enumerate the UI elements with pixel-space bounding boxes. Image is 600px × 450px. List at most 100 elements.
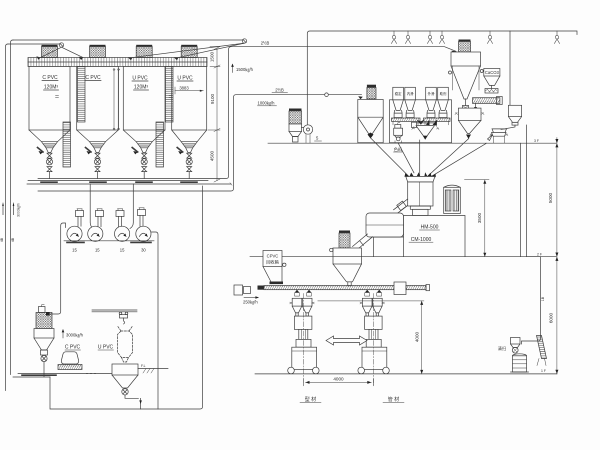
floor-3f-label: 3 F [534,139,539,143]
roots-blowers: 15 15 15 30 [46,207,159,410]
big-bag [117,325,133,363]
silo-1-name: C PVC [42,75,58,81]
header2-size-label: 2½B [275,88,284,93]
dim-silo-top: 1500 [210,51,215,62]
silo-labels: C PVC 120M³ C PVC U PVC 120M³ U PVC 3883 [41,75,204,95]
silo-3-capacity: 120M³ [134,85,149,91]
blower-2-power: 15 [95,248,100,253]
sieve-cyclone-unit [431,30,527,258]
header2-flow-label: 1000㎏/h [258,101,276,108]
resin-receiving-cyclone [448,39,484,113]
dim-silo-body: 9100 [210,93,215,104]
upvc-bigbag-station: U PVC F.L [91,309,169,410]
silo-tie-lines [55,68,173,131]
floor-1f-label: 1 F [541,369,546,373]
silo-1-body [28,66,71,131]
silo-3-name: U PVC [132,76,148,82]
caco3-label: CaCO3 [485,70,500,75]
cool-mixer-label: CM-1000 [411,237,432,243]
dim-floor-3-2: 5000 [548,192,553,203]
additive-bin-3-label: 外滑 [428,91,435,96]
interchange-arrow [325,335,368,346]
blower-2 [87,208,104,242]
floor-2f-label: 2 F [537,252,542,256]
blower-4-power: 30 [141,248,146,253]
pigment-label: 色料 [394,146,403,153]
extruder-line-1 [287,289,320,386]
left-pipe2-label: 4B [11,237,15,242]
dim-floor-2-1: 6000 [549,312,554,323]
blower-1-power: 15 [72,248,77,253]
silo-3-body [122,66,166,131]
dim-extruder-height: 4000 [414,331,419,342]
recycle-flow-label: 250㎏/h [243,300,258,307]
extrusion-line1-label: 型 材 [305,396,316,403]
additive-dosing-room: 稳定 内滑 外滑 助剂 [389,86,452,153]
blower-3-power: 15 [120,248,125,253]
bagdump-flow-label: 3000㎏/h [66,332,84,339]
left-pipe1-label: 4B [0,237,4,242]
diagram-linework: 3000㎏/h 4B 4B C PVC 120M³ [0,30,578,410]
caco3-system: CaCO3 [427,68,503,177]
blower-1 [66,208,84,242]
cleaning-drum-station: 1B 清扫 [498,256,547,373]
mixer-block: HM-500 CM-1000 3500 [329,139,490,287]
pallet [57,364,83,370]
silo-1-capacity: 120M³ [44,85,59,91]
floor-dimension-chain: 5000 6000 3 F 2 F 1 F [534,137,559,375]
silo-2-name: C PVC [85,75,101,81]
extruder-height-dim: 4000 [317,300,425,375]
silo-top-filters [41,44,198,58]
silo-dimension-chain: 1500 9100 4500 [207,46,221,183]
drum-line-label: 1B [541,296,545,301]
dim-mixer-height: 3500 [477,212,482,223]
storage-silos: C PVC 120M³ C PVC U PVC 120M³ U PVC 3883 [27,44,221,183]
screw-conveyor-tube [263,285,395,291]
dim-extruder-spacing: 4000 [333,376,344,381]
cooling-receiver-cyclone [329,230,362,287]
vacuum-fan-unit: 5 [288,108,322,144]
extrusion-line2-label: 管 材 [388,396,399,403]
additive-bin-2-label: 内滑 [407,91,414,96]
monorail-beam [91,309,138,313]
hoist-trolley [118,311,129,325]
header1-size-label: 2½B [261,41,270,46]
additive-bin-1-label: 稳定 [395,91,402,96]
additive-bins: 稳定 内滑 外滑 助剂 [392,86,449,118]
silo-ladders [62,66,174,168]
resin-bag [61,351,79,365]
dust-collector [357,84,410,177]
recovery-box-line2: 回收箱 [266,258,279,265]
cpvc-recovery-box [262,250,283,267]
incline-ladder [536,335,547,366]
silo-discharge [28,129,208,179]
extruder-line-2 [357,289,390,386]
recovery-box-line1: CPVC [267,253,279,258]
silo-4-width-dim: 3883 [179,85,189,90]
weigh-discharge-arrows [416,119,437,126]
additive-bin-4-label: 助剂 [440,91,447,96]
fan-power-label: 5 [316,136,319,141]
pigment-unit: 色料 [393,122,403,153]
cleaning-station-hooks [391,30,560,44]
bigbag-hopper [111,363,139,376]
silo-4-name: U PVC [177,76,193,82]
extruder-spacing-dim: 4000 [303,376,374,387]
header1-flow-label: 1500㎏/h [236,67,254,74]
upvc-daybin-label: U PVC [98,344,114,350]
cleaning-label: 清扫 [498,345,506,352]
mixer-dim: 3500 [464,179,490,257]
riser-flow-label: 3000㎏/h [16,203,21,217]
blower-4 [135,207,152,242]
extrusion-stations: 4000 4000 型 材 管 材 [287,289,425,403]
hot-mixer-label: HM-500 [421,225,439,231]
recovery-and-conveyor: CPVC 回收箱 250㎏/h [233,250,430,307]
cpvc-daybin-label: C PVC [65,344,81,350]
batch-blender [411,121,440,140]
vacuum-cleaning-header [306,30,578,125]
floor-level-label: F.L [141,364,146,368]
blower-3 [114,208,131,242]
dim-silo-cone: 4500 [210,150,215,161]
